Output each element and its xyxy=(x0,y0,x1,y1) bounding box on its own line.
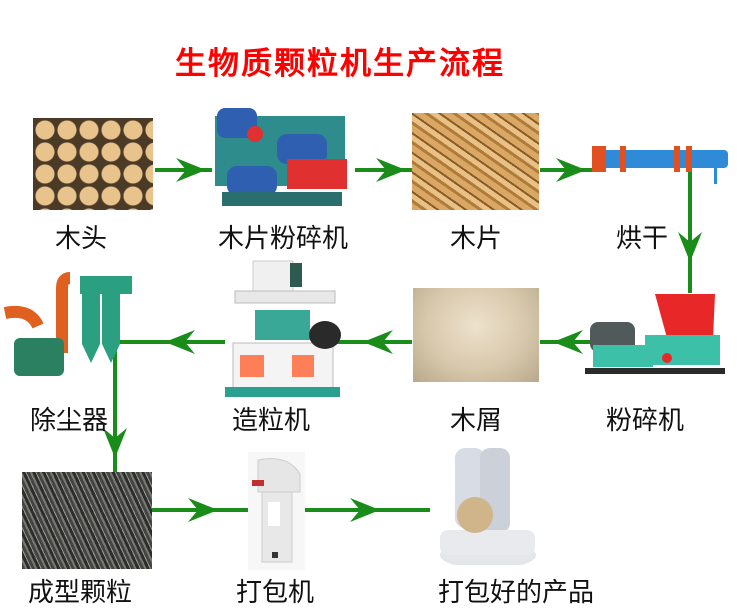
wood-logs-image xyxy=(33,118,153,210)
arrow-down-icon xyxy=(103,428,127,458)
arrow-right-icon xyxy=(350,498,380,522)
arrow-right-icon xyxy=(176,158,206,182)
rotary-dryer-image xyxy=(592,140,732,185)
arrow-right-icon xyxy=(376,158,406,182)
dust-collector-image xyxy=(0,268,135,386)
arrow-right-icon xyxy=(188,498,218,522)
step-label: 木屑 xyxy=(450,406,503,436)
hammer-mill-image xyxy=(585,290,735,378)
step-label: 打包好的产品 xyxy=(438,578,595,608)
arrow-left-icon xyxy=(363,330,393,354)
step-label: 烘干 xyxy=(616,224,669,254)
finished-pellets-image xyxy=(22,472,152,569)
packing-machine-image xyxy=(248,452,305,570)
arrow-right-icon xyxy=(556,158,586,182)
wood-chipper-machine-image xyxy=(207,104,357,216)
step-label: 打包机 xyxy=(236,578,315,608)
wood-chips-image xyxy=(412,113,539,210)
step-label: 木头 xyxy=(55,224,108,254)
sawdust-image xyxy=(413,288,539,382)
step-label: 木片 xyxy=(450,224,503,254)
packed-products-image xyxy=(430,440,540,565)
arrow-down-icon xyxy=(678,232,702,262)
step-label: 除尘器 xyxy=(30,406,109,436)
step-label: 成型颗粒 xyxy=(28,578,133,608)
step-label: 木片粉碎机 xyxy=(218,224,349,254)
arrow-left-icon xyxy=(165,330,195,354)
pellet-mill-image xyxy=(225,255,345,400)
step-label: 造粒机 xyxy=(232,406,311,436)
arrow-left-icon xyxy=(553,330,583,354)
diagram-title: 生物质颗粒机生产流程 xyxy=(175,46,505,82)
step-label: 粉碎机 xyxy=(606,406,685,436)
